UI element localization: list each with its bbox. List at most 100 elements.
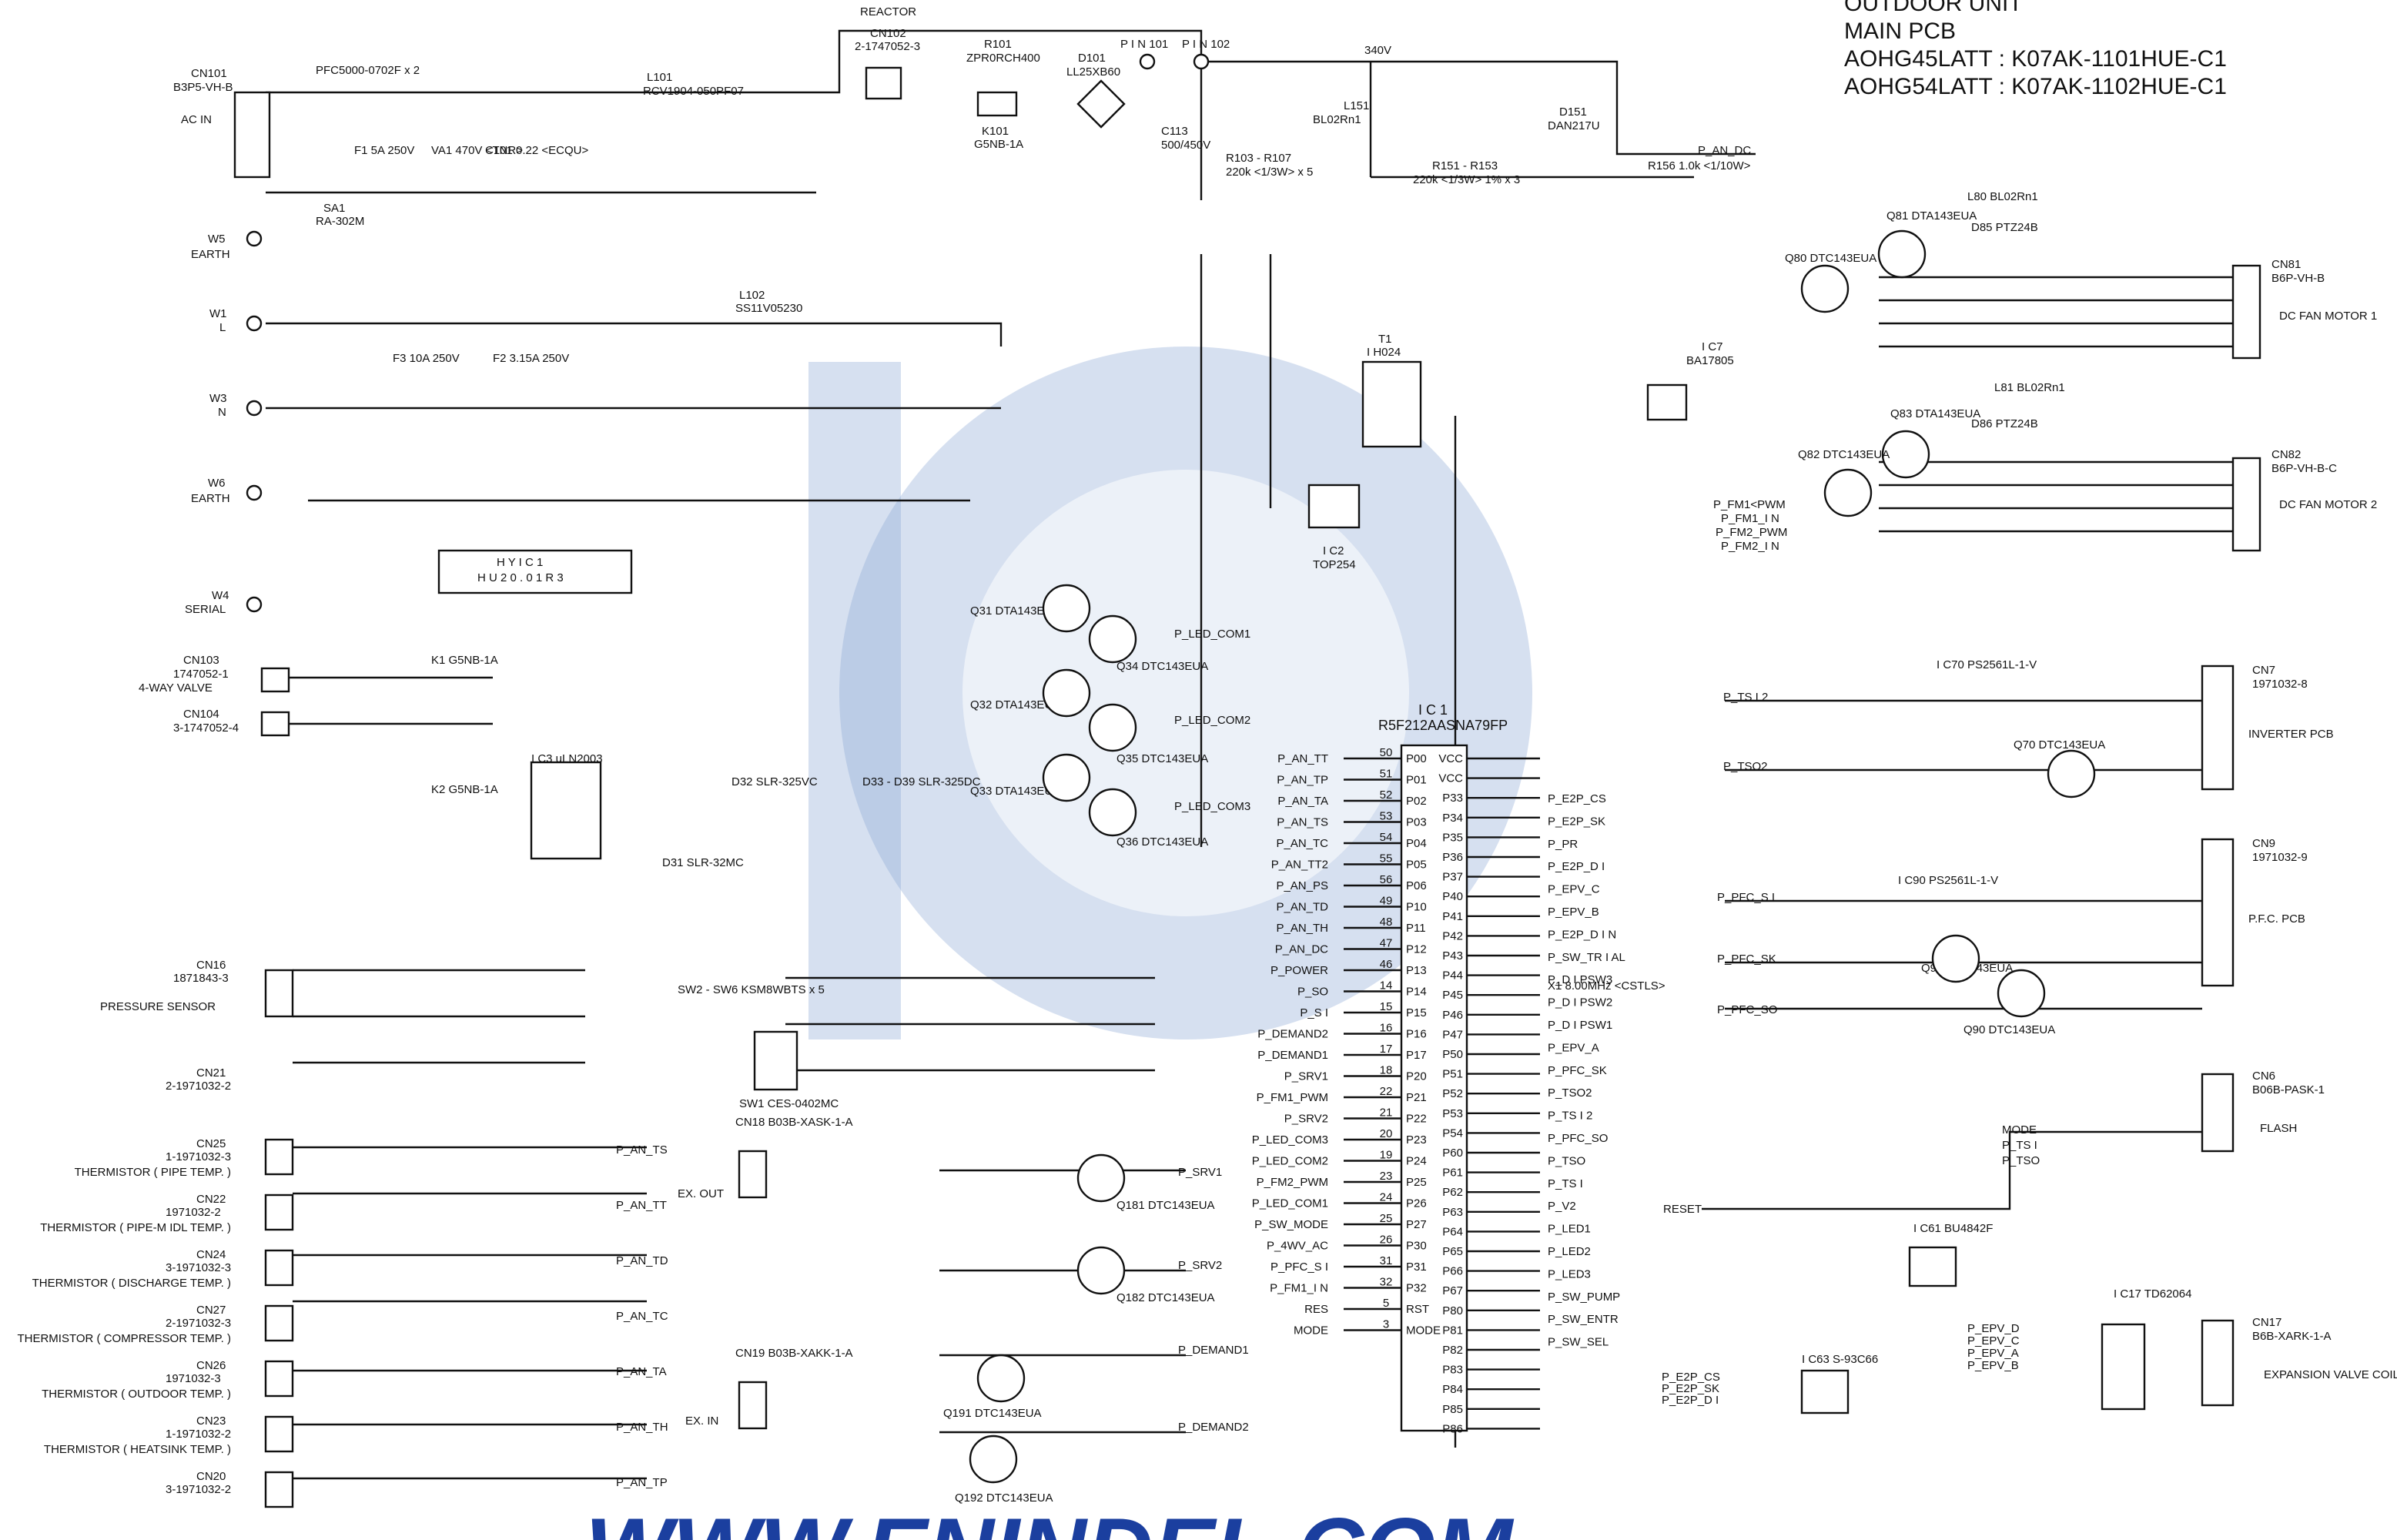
mcu-left-signal: P_AN_PS (1276, 879, 1328, 892)
hyic1-part: H U 2 0 . 0 1 R 3 (477, 571, 564, 584)
mcu-left-pin-number: 51 (1380, 768, 1393, 781)
mcu-right-port: P52 (1442, 1087, 1463, 1100)
expansion-valve-label: EXPANSION VALVE COIL (2264, 1368, 2397, 1381)
q191-label: Q191 DTC143EUA (943, 1407, 1042, 1420)
epv-d-label: P_EPV_D (1967, 1322, 2020, 1335)
mcu-right-signal: P_D I PSW1 (1548, 1019, 1612, 1032)
d101-label: D101 (1078, 52, 1106, 65)
w1-label: W1 (209, 307, 227, 320)
mcu-left-pin-number: 15 (1380, 1000, 1393, 1013)
mcu-right-port: P44 (1442, 969, 1463, 983)
q182-transistor (1076, 1246, 1126, 1295)
l81-label: L81 BL02Rn1 (1994, 381, 2065, 394)
ic61-label: I C61 BU4842F (1913, 1222, 1993, 1235)
d151-label: D151 (1559, 105, 1587, 119)
mcu-left-port: P24 (1406, 1155, 1427, 1168)
cn101-label: CN101 (191, 67, 227, 80)
mcu-left-pin-number: 47 (1380, 937, 1393, 950)
cn104-part: 3-1747052-4 (173, 721, 239, 735)
w6-label: W6 (208, 477, 226, 490)
p-an-dc-label: P_AN_DC (1698, 144, 1751, 157)
q31-label: Q31 DTA143EUA (970, 604, 1060, 618)
ic63-chip (1800, 1369, 1850, 1414)
mcu-right-port: P34 (1442, 812, 1463, 825)
mcu-left-pin-number: 50 (1380, 746, 1393, 759)
cn17-part: B6B-XARK-1-A (2252, 1330, 2332, 1343)
q36-label: Q36 DTC143EUA (1116, 835, 1208, 849)
mcu-right-port: P51 (1442, 1068, 1463, 1081)
q192-transistor (969, 1435, 1018, 1484)
bridge-rectifier (1076, 79, 1126, 129)
mcu-left-port: P12 (1406, 943, 1427, 956)
mcu-right-port: P81 (1442, 1324, 1463, 1337)
flash-tsi-label: P_TS I (2002, 1139, 2037, 1152)
cn82-connector (2231, 457, 2261, 552)
mcu-left-signal: P_AN_TD (1276, 901, 1328, 914)
mcu-left-pin-number: 32 (1380, 1276, 1393, 1289)
r101-label: R101 (984, 38, 1012, 51)
mcu-left-signal: P_SO (1297, 986, 1328, 999)
d32-label: D32 SLR-325VC (731, 775, 818, 788)
q90-label: Q90 DTC143EUA (1963, 1023, 2055, 1036)
mcu-left-signal: P_SRV1 (1284, 1070, 1328, 1083)
mcu-right-port: P46 (1442, 1009, 1463, 1022)
p-srv2-label: P_SRV2 (1178, 1259, 1222, 1272)
mcu-right-signal: P_SW_SEL (1548, 1336, 1609, 1349)
thermistor-connector-part: 3-1971032-2 (166, 1483, 231, 1496)
ic63-label: I C63 S-93C66 (1802, 1353, 1878, 1366)
cn102-part: 2-1747052-3 (855, 40, 920, 53)
thermistor-signal: P_AN_TH (616, 1421, 668, 1434)
ic2-chip (1307, 484, 1361, 529)
r151-label: R151 - R153 (1432, 159, 1498, 172)
q192-label: Q192 DTC143EUA (955, 1491, 1053, 1505)
thermistor-connector-part: 1-1971032-3 (166, 1150, 231, 1163)
mcu-left-signal: P_LED_COM3 (1252, 1133, 1328, 1147)
ic3-label: I C3 uLN2003 (531, 752, 603, 765)
cn19-label: CN19 B03B-XAKK-1-A (735, 1347, 853, 1360)
v340-label: 340V (1364, 44, 1391, 57)
thermistor-name: THERMISTOR ( COMPRESSOR TEMP. ) (17, 1332, 231, 1345)
p-demand2-label: P_DEMAND2 (1178, 1421, 1249, 1434)
q31-transistor (1042, 584, 1091, 633)
l151-label: L151 (1344, 99, 1369, 112)
ic70-label: I C70 PS2561L-1-V (1937, 658, 2037, 671)
ic17-label: I C17 TD62064 (2114, 1287, 2191, 1301)
flash-mode-label: MODE (2002, 1123, 2037, 1137)
wiring (266, 29, 2233, 1480)
mcu-right-signal: P_PFC_SK (1548, 1064, 1607, 1077)
earth-label-2: EARTH (191, 492, 230, 505)
pin102-terminal (1193, 53, 1210, 70)
thermistor-name: THERMISTOR ( PIPE-M IDL TEMP. ) (40, 1221, 231, 1234)
mcu-right-port: P42 (1442, 929, 1463, 942)
thermistor-connector-part: 1971032-2 (166, 1206, 221, 1219)
l101-part: RCV1904-050PF07 (643, 85, 744, 98)
q32-label: Q32 DTA143EUA (970, 698, 1060, 711)
mcu-left-signal: MODE (1294, 1324, 1328, 1337)
mcu-right-signal: P_E2P_D I (1548, 860, 1605, 873)
mcu-right-signal: P_V2 (1548, 1200, 1576, 1213)
rectifier-section: REACTOR CN102 2-1747052-3 R101 ZPR0RCH40… (855, 5, 1391, 179)
cn6-label: CN6 (2252, 1070, 2275, 1083)
e2p-di-label: P_E2P_D I (1662, 1394, 1719, 1407)
cn7-label: CN7 (2252, 664, 2275, 677)
mcu-left-port: P27 (1406, 1218, 1427, 1231)
q34-label: Q34 DTC143EUA (1116, 660, 1208, 673)
q83-transistor (1881, 430, 1930, 479)
mcu-right-signal: P_TS I 2 (1548, 1110, 1592, 1123)
mcu-right-port: P82 (1442, 1344, 1463, 1357)
mcu-right-signal: P_EPV_A (1548, 1041, 1599, 1054)
c101-label: C101 0.22 <ECQU> (485, 144, 588, 157)
mcu-right-port: P84 (1442, 1383, 1463, 1396)
mcu-right-port: P40 (1442, 890, 1463, 903)
mcu-left-pin-number: 52 (1380, 788, 1393, 802)
cn18-label: CN18 B03B-XASK-1-A (735, 1116, 853, 1129)
q35-label: Q35 DTC143EUA (1116, 752, 1208, 765)
reactor-label: REACTOR (860, 5, 916, 18)
ic2-part: TOP254 (1313, 558, 1356, 571)
fm1-in-label: P_FM1_I N (1721, 512, 1779, 525)
mcu-left-port: P15 (1406, 1006, 1427, 1019)
mcu-left-port: P20 (1406, 1070, 1427, 1083)
ic1-chip (1400, 744, 1468, 1432)
mcu-left-signal: RES (1304, 1303, 1328, 1316)
r103-label: R103 - R107 (1226, 152, 1291, 165)
